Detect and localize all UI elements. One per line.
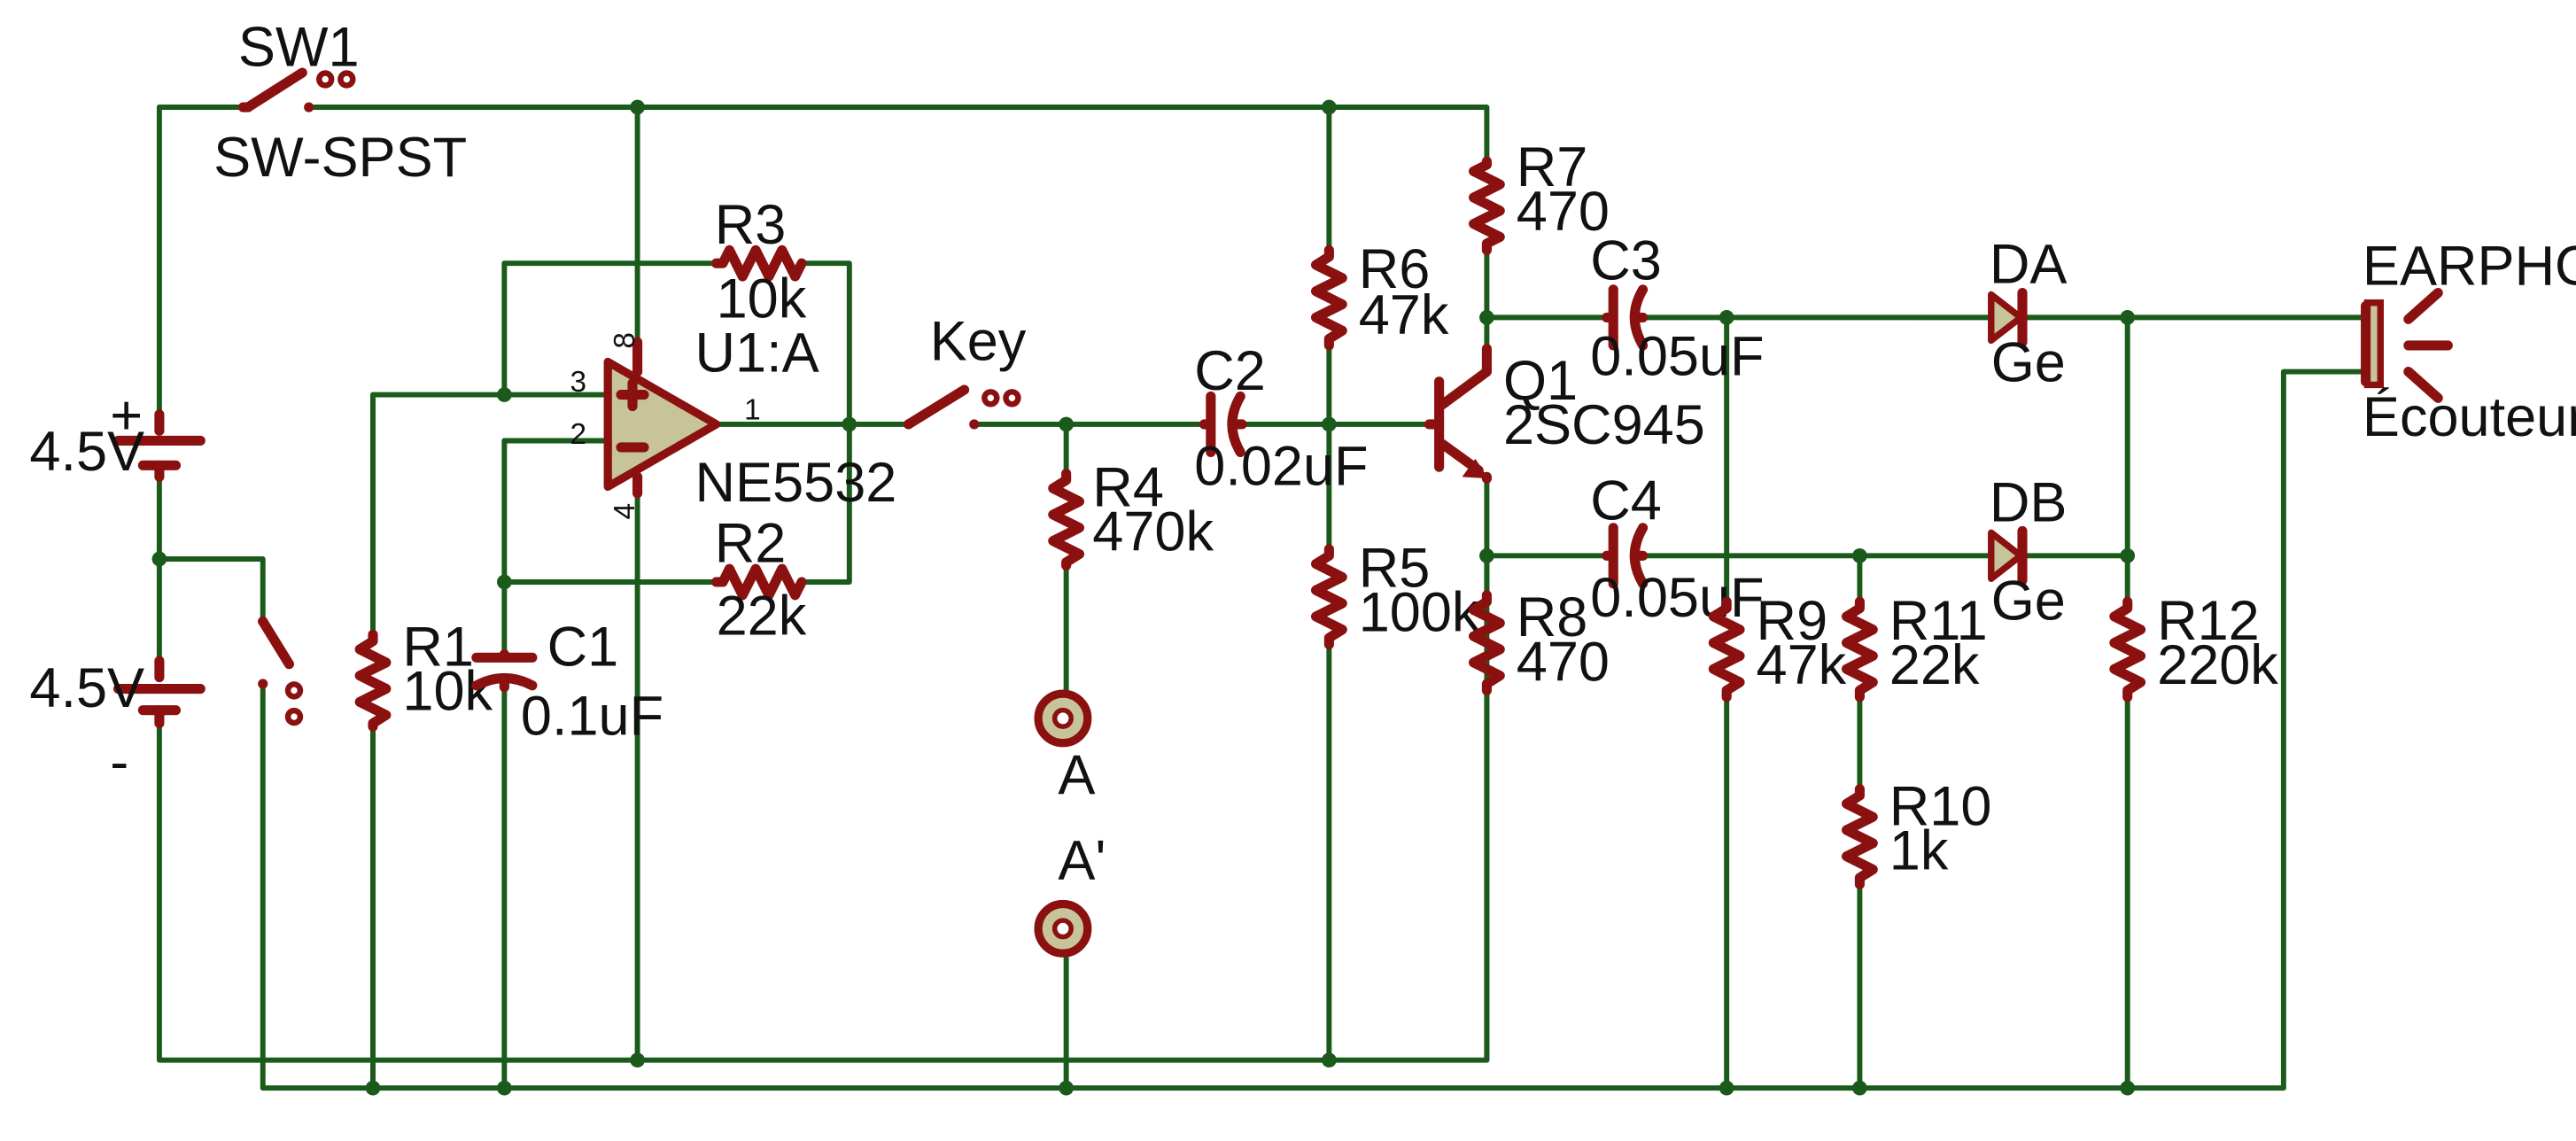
capacitor-c1 bbox=[471, 649, 538, 693]
resistor-r11 bbox=[1841, 596, 1878, 702]
switch-sw1 bbox=[237, 67, 356, 113]
r7-ref-label: R7 bbox=[1517, 136, 1588, 198]
earphone bbox=[2361, 288, 2453, 403]
resistor-r6 bbox=[1310, 244, 1347, 351]
battery-plus-sign: + bbox=[110, 384, 143, 446]
junction-dots bbox=[151, 99, 2136, 1096]
r2-value-label: 22k bbox=[717, 585, 807, 647]
r2-ref-label: R2 bbox=[715, 513, 787, 575]
r7-value-label: 470 bbox=[1517, 181, 1610, 243]
earphone-name-label: Écouteur bbox=[2363, 386, 2576, 448]
capacitor-c3 bbox=[1602, 284, 1649, 351]
resistor-r7 bbox=[1469, 156, 1505, 255]
c3-value-label: 0.05uF bbox=[1590, 325, 1764, 387]
resistor-r8 bbox=[1469, 590, 1505, 695]
resistor-r2 bbox=[711, 563, 807, 601]
r12-value-label: 220k bbox=[2157, 634, 2278, 696]
c1-ref-label: C1 bbox=[547, 617, 619, 679]
key-ref-label: Key bbox=[930, 311, 1027, 373]
switch-key bbox=[904, 384, 1021, 430]
r4-ref-label: R4 bbox=[1092, 457, 1164, 519]
r8-value-label: 470 bbox=[1517, 631, 1610, 693]
pin-1-label: 1 bbox=[744, 393, 761, 426]
db-type-label: Ge bbox=[1991, 570, 2066, 633]
terminal-a bbox=[1034, 689, 1092, 748]
r11-value-label: 22k bbox=[1889, 634, 1980, 696]
da-type-label: Ge bbox=[1991, 332, 2066, 394]
r11-ref-label: R11 bbox=[1889, 590, 1988, 652]
sw1-ref-label: SW1 bbox=[238, 17, 360, 79]
r12-ref-label: R12 bbox=[2157, 590, 2260, 652]
c4-value-label: 0.05uF bbox=[1590, 567, 1764, 629]
terminal-a-label: A bbox=[1058, 744, 1095, 806]
r8-ref-label: R8 bbox=[1517, 586, 1588, 648]
switch-ganged bbox=[258, 616, 304, 726]
terminal-a-prime-label: A' bbox=[1058, 830, 1106, 892]
u1-part-label: NE5532 bbox=[694, 452, 896, 514]
battery-minus-sign: - bbox=[110, 731, 128, 793]
r3-ref-label: R3 bbox=[715, 194, 787, 256]
battery-top bbox=[113, 409, 206, 482]
capacitor-c2 bbox=[1199, 391, 1247, 458]
r1-value-label: 10k bbox=[402, 661, 493, 723]
diode-db bbox=[1988, 525, 2028, 586]
resistor-r9 bbox=[1708, 596, 1745, 702]
r5-value-label: 100k bbox=[1359, 582, 1480, 644]
terminal-a-prime bbox=[1034, 899, 1092, 958]
r10-ref-label: R10 bbox=[1889, 775, 1992, 837]
resistor-r3 bbox=[711, 244, 807, 282]
r4-value-label: 470k bbox=[1092, 501, 1214, 563]
r1-ref-label: R1 bbox=[402, 617, 474, 679]
c2-ref-label: C2 bbox=[1194, 340, 1266, 402]
db-ref-label: DB bbox=[1990, 471, 2068, 533]
diode-da bbox=[1988, 288, 2028, 347]
r6-ref-label: R6 bbox=[1359, 238, 1431, 300]
resistor-r5 bbox=[1310, 544, 1347, 650]
r5-ref-label: R5 bbox=[1359, 538, 1431, 600]
opamp-u1 bbox=[603, 337, 721, 499]
q1-part-label: 2SC945 bbox=[1503, 394, 1705, 456]
u1-ref-label: U1:A bbox=[694, 322, 819, 384]
earphone-ref-label: EARPHONE bbox=[2363, 235, 2576, 297]
resistor-r10 bbox=[1841, 784, 1878, 889]
c1-value-label: 0.1uF bbox=[521, 685, 663, 747]
sw1-type-label: SW-SPST bbox=[213, 127, 467, 189]
r10-value-label: 1k bbox=[1889, 820, 1949, 882]
resistor-r12 bbox=[2109, 596, 2146, 702]
resistor-r1 bbox=[354, 629, 392, 732]
battery-bottom-voltage: 4.5V bbox=[29, 657, 144, 719]
capacitor-c4 bbox=[1602, 523, 1649, 589]
c4-ref-label: C4 bbox=[1590, 470, 1662, 532]
r6-value-label: 47k bbox=[1359, 284, 1449, 346]
pin-3-label: 3 bbox=[570, 366, 587, 399]
battery-top-voltage: 4.5V bbox=[29, 421, 144, 483]
r9-value-label: 47k bbox=[1757, 634, 1847, 696]
r3-value-label: 10k bbox=[717, 268, 807, 330]
c3-ref-label: C3 bbox=[1590, 230, 1662, 292]
pin-4-label: 4 bbox=[609, 503, 641, 520]
pin-8-label: 8 bbox=[609, 332, 641, 349]
c2-value-label: 0.02uF bbox=[1194, 436, 1368, 498]
transistor-q1 bbox=[1424, 344, 1492, 484]
resistor-r4 bbox=[1048, 469, 1085, 571]
da-ref-label: DA bbox=[1990, 233, 2068, 295]
r9-ref-label: R9 bbox=[1757, 590, 1828, 652]
pin-2-label: 2 bbox=[570, 418, 587, 451]
battery-bottom bbox=[113, 656, 206, 729]
q1-ref-label: Q1 bbox=[1503, 350, 1578, 412]
